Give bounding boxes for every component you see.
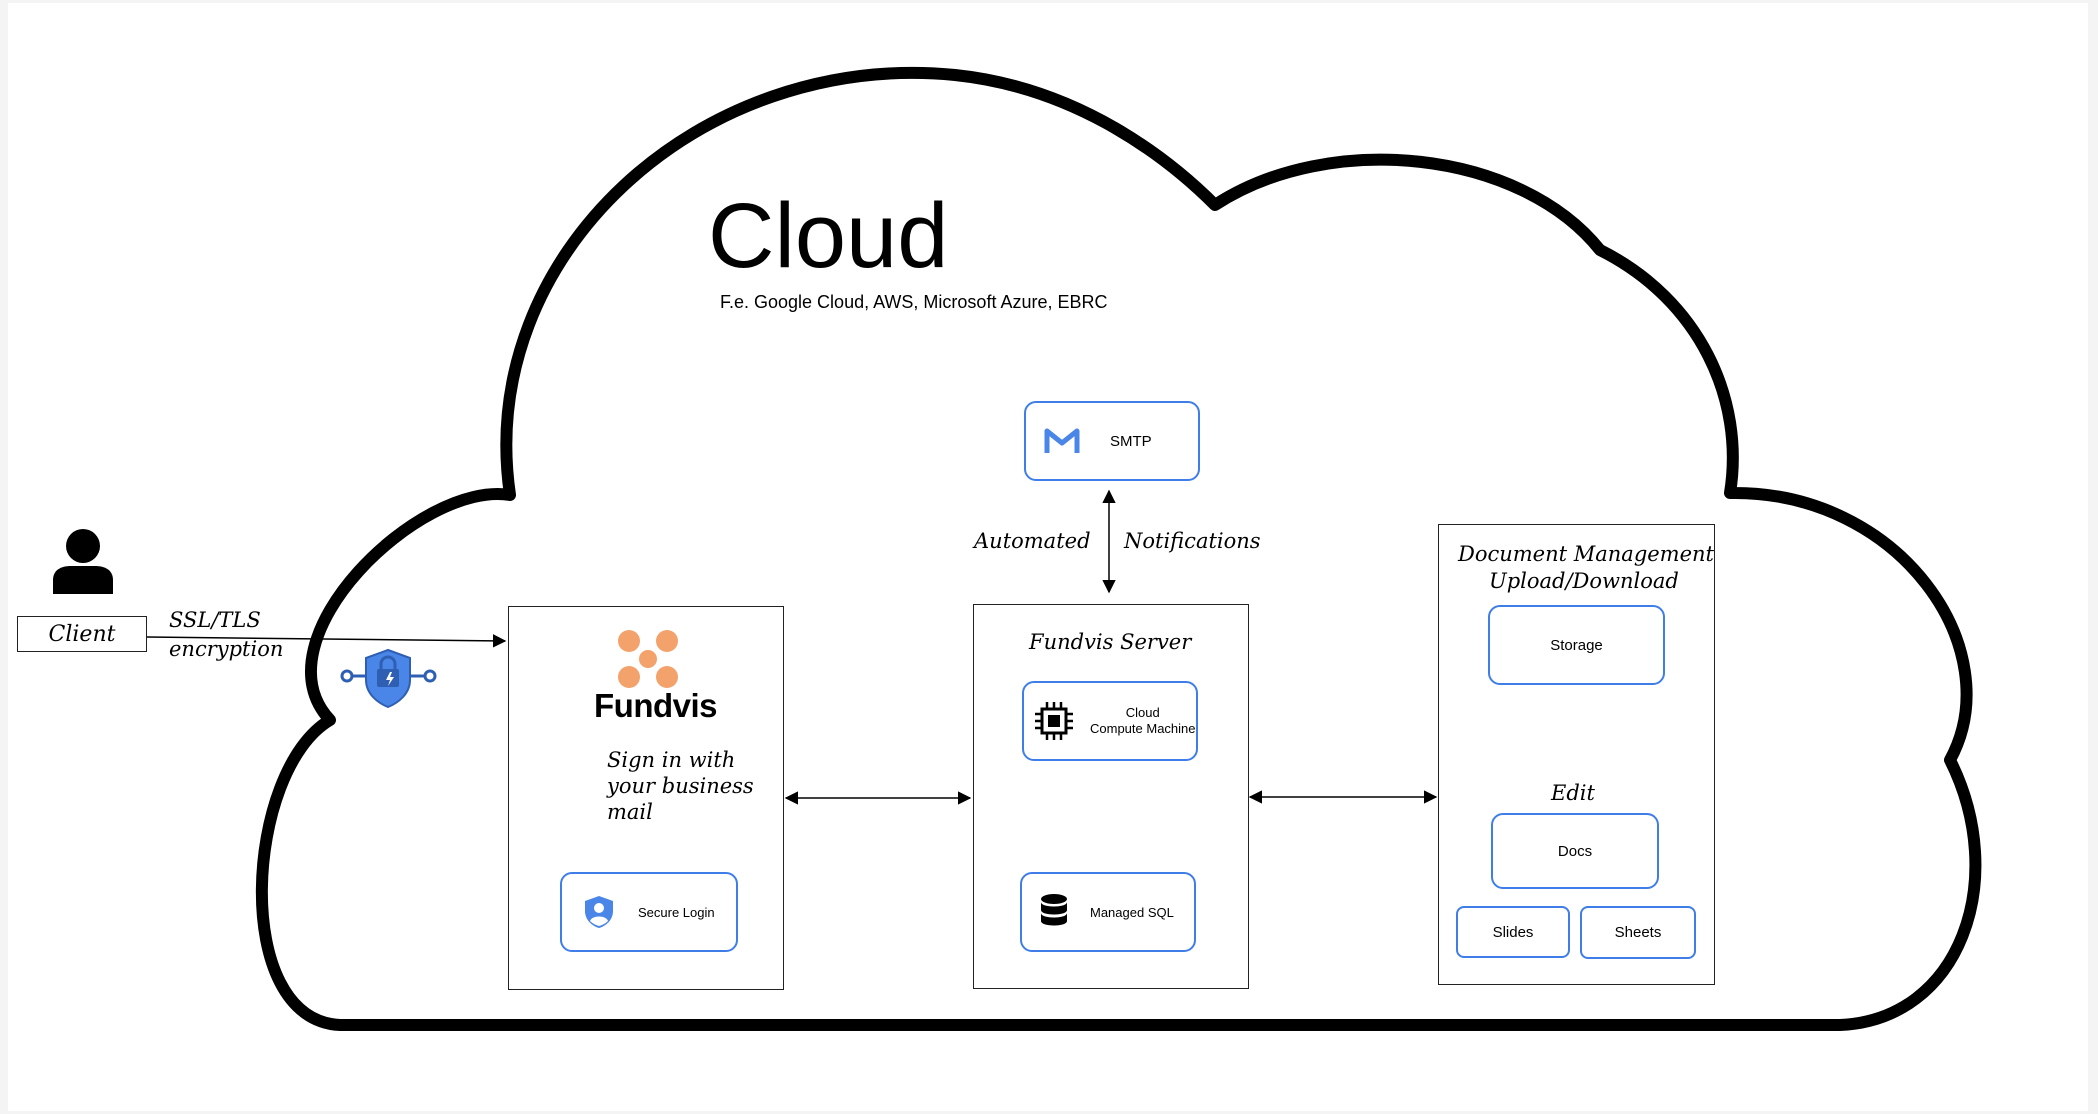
gmail-icon: [1044, 427, 1080, 455]
cpu-chip-icon: [1034, 701, 1074, 741]
automated-label: Automated: [974, 529, 1091, 553]
sql-label: Managed SQL: [1090, 904, 1174, 920]
client-box[interactable]: Client: [17, 616, 147, 652]
sheets-service[interactable]: Sheets: [1580, 906, 1696, 959]
compute-label: Cloud Compute Machine: [1090, 705, 1196, 736]
server-title: Fundvis Server: [1029, 630, 1192, 654]
smtp-service[interactable]: SMTP: [1024, 401, 1200, 481]
ssl-lock-icon: [340, 648, 437, 709]
secure-login-button[interactable]: Secure Login: [560, 872, 738, 952]
docs-title-line2: Upload/Download: [1489, 569, 1679, 593]
cloud-title: Cloud: [708, 185, 949, 287]
cloud-subtitle: F.e. Google Cloud, AWS, Microsoft Azure,…: [720, 292, 1108, 312]
docs-label: Docs: [1557, 842, 1593, 860]
storage-label: Storage: [1550, 636, 1603, 654]
client-user-icon: [51, 528, 115, 594]
slides-service[interactable]: Slides: [1456, 906, 1570, 958]
ssl-label-line1: SSL/TLS: [169, 608, 261, 632]
sheets-label: Sheets: [1614, 924, 1662, 941]
docs-service[interactable]: Docs: [1491, 813, 1659, 889]
docs-title-line1: Document Management: [1458, 542, 1714, 566]
compute-label-line2: Compute Machine: [1090, 721, 1196, 736]
notifications-label: Notifications: [1124, 529, 1261, 553]
managed-sql-service[interactable]: Managed SQL: [1020, 872, 1196, 952]
ssl-label-line2: encryption: [169, 637, 284, 661]
signin-instruction-line3: mail: [607, 800, 653, 824]
slides-label: Slides: [1492, 923, 1534, 941]
smtp-label: SMTP: [1110, 432, 1152, 450]
secure-login-label: Secure Login: [638, 904, 715, 920]
signin-instruction-line2: your business: [607, 774, 754, 798]
edit-label: Edit: [1551, 781, 1595, 805]
fundvis-logo-icon: [617, 629, 679, 689]
storage-service[interactable]: Storage: [1488, 605, 1665, 685]
compute-label-line1: Cloud: [1125, 705, 1160, 721]
signin-instruction-line1: Sign in with: [607, 748, 736, 772]
fundvis-brand: Fundvis: [594, 687, 718, 724]
compute-machine-service[interactable]: Cloud Compute Machine: [1022, 681, 1198, 761]
client-to-login-arrow: [146, 634, 507, 648]
shield-user-icon: [584, 895, 614, 929]
database-icon: [1040, 893, 1068, 931]
